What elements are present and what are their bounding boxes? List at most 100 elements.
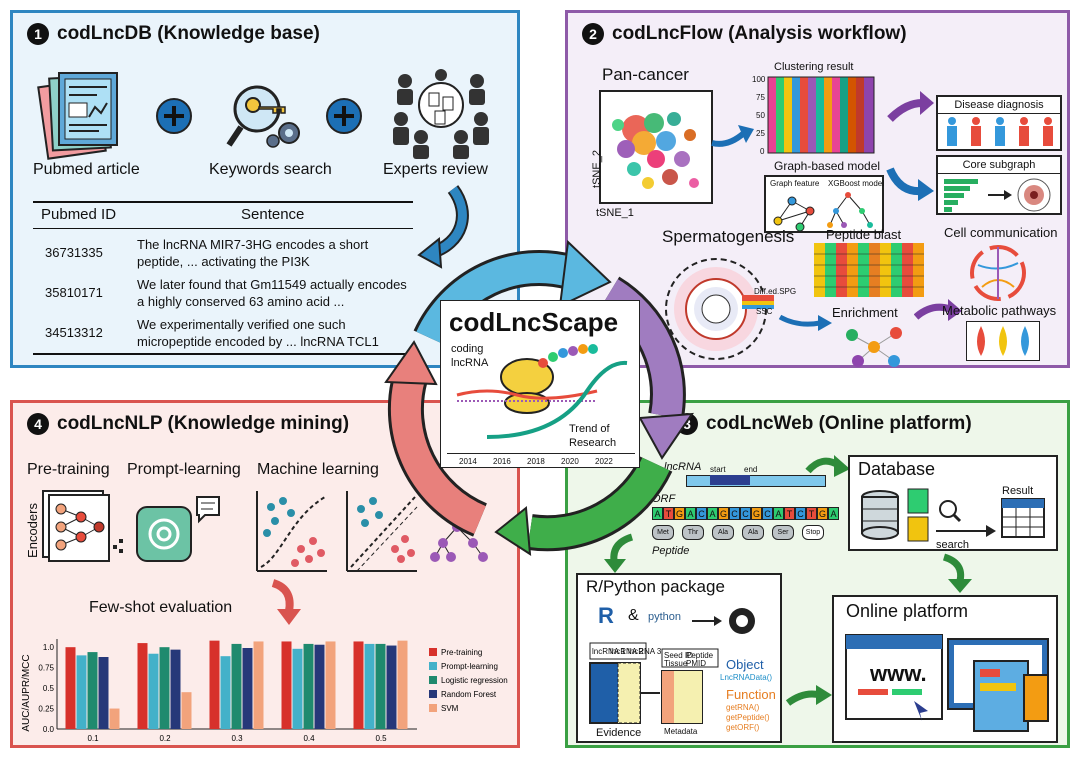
meta-tab: Peptide [686,651,714,660]
pancancer-label: Pan-cancer [602,65,689,84]
clustering-tick: 75 [756,93,765,102]
bar [159,647,170,729]
lnc-tab: lncRNA 3 [628,647,662,656]
col-header-pubmed: Pubmed ID [41,206,117,223]
enrichment-label: Enrichment [832,305,898,320]
y-tick-label: 0.75 [38,664,54,673]
package-schema-icon [589,642,719,724]
devices-icon [845,634,1049,732]
bar [397,640,408,729]
bar [364,643,375,729]
bar [231,643,242,729]
orf-base: G [817,507,828,520]
coding-label: coding [451,343,484,355]
r-logo-icon: R [598,603,614,628]
x-tick-label: 0.3 [231,734,243,743]
cell-communication-label: Cell communication [944,225,1058,240]
tsne-x-label: tSNE_1 [596,207,634,219]
trend-line2: Research [569,437,617,449]
x-tick-label: 0.4 [303,734,315,743]
orf-base: C [729,507,740,520]
year-tick: 2016 [493,457,511,466]
peptide-residue: Ala [712,525,734,540]
y-tick-label: 0.5 [43,684,55,693]
clustering-heatmap [767,76,875,154]
legend-label: Pre-training [441,648,482,657]
clustering-label: Clustering result [774,61,854,73]
codlncscape-center: codLncScape coding lncRNA Trend of Resea… [440,300,640,468]
core-subgraph-icon [944,178,1051,212]
bar [303,643,314,729]
metadata-label: Metadata [664,727,698,736]
bar [386,645,397,729]
panel-2-title: 2 codLncFlow (Analysis workflow) [582,23,907,45]
xgboost-label: XGBoost model [828,179,885,188]
article-icon [37,72,118,160]
core-subgraph-box: Core subgraph [936,155,1062,215]
pretraining-label: Pre-training [27,461,110,478]
bar [220,656,231,729]
lncrna-center-label: lncRNA [451,357,489,369]
legend-swatch [429,690,437,698]
table-row-text: a highly conserved 63 amino acid ... [137,294,345,309]
bar [148,653,159,729]
spermatogenesis-circos [665,258,774,360]
ml-scatter-icon [256,491,488,572]
orf-base: T [663,507,674,520]
encoders-icon [42,490,123,562]
chart-y-label: AUC/AUPR/MCC [21,654,32,731]
search-label: search [936,539,970,551]
legend-label: Prompt-learning [441,662,498,671]
encoders-label: Encoders [24,503,40,558]
graph-model-label: Graph-based model [774,159,881,173]
article-label: Pubmed article [33,161,140,178]
arrow-to-clustering [711,125,754,147]
table-row-text: The lncRNA MIR7-3HG encodes a short [137,237,369,252]
chatgpt-icon [136,496,220,562]
ml-label: Machine learning [257,461,379,478]
metabolic-label: Metabolic pathways [942,303,1057,318]
arrow-to-core [886,167,934,201]
clustering-tick: 100 [752,75,766,84]
disease-diagnosis-box: Disease diagnosis [936,95,1062,151]
legend-label: Logistic regression [441,676,508,685]
orf-base: A [685,507,696,520]
panel-2-number: 2 [582,23,604,45]
panel-3-title: 3 codLncWeb (Online platform) [676,413,972,435]
panel-1-number: 1 [27,23,49,45]
orf-base: T [806,507,817,520]
www-label: www. [870,661,927,686]
bar [292,648,303,729]
curved-arrow-icon [417,185,469,269]
violin-icon [977,326,1029,356]
object-fn: LncRNAData() [720,673,773,682]
orf-base: C [762,507,773,520]
orf-base: T [784,507,795,520]
key-search-icon [226,85,300,148]
bar [98,657,109,729]
x-tick-label: 0.5 [375,734,387,743]
bar [65,647,76,729]
ssc-label: SSC [756,307,773,316]
chord-diagram [970,245,1026,301]
panel-1-title: 1 codLncDB (Knowledge base) [27,23,320,45]
spermatogenesis-label: Spermatogenesis [662,227,795,246]
panel-codlncdb: 1 codLncDB (Knowledge base) Pubmed artic… [10,10,520,368]
legend-swatch [429,704,437,712]
peptide-label: Peptide [652,545,690,557]
bar [353,641,364,729]
panel-4-title: 4 codLncNLP (Knowledge mining) [27,413,349,435]
plus-icon-2 [326,98,362,134]
table-row-text: We later found that Gm11549 actually enc… [137,277,407,292]
bar [181,692,192,729]
table-mid-rule [33,228,413,229]
table-row-text: micropeptide encoded by ... lncRNA TCL1 [137,334,379,349]
python-logo-icon: python [648,611,682,623]
x-tick-label: 0.1 [87,734,99,743]
panel-codlncweb: 3 codLncWeb (Online platform) lncRNA sta… [565,400,1070,748]
bar [242,648,253,729]
peptide-residue: Met [652,525,674,540]
bar [325,641,336,729]
